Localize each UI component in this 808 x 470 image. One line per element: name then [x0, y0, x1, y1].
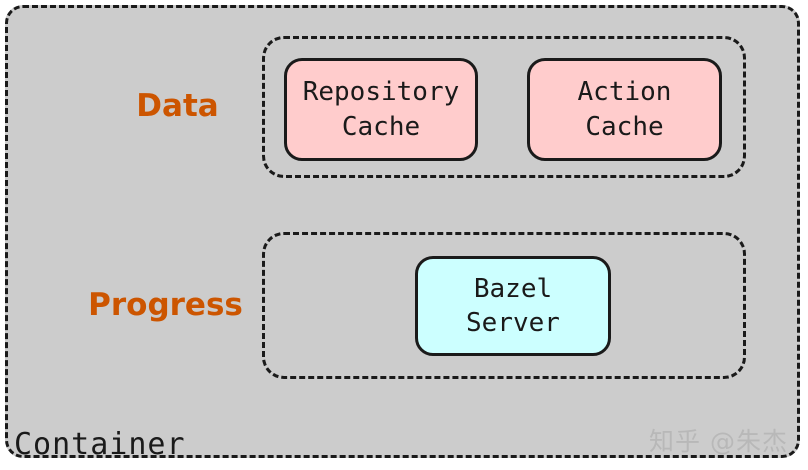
node-bazel-server-line1: Bazel [473, 273, 553, 304]
node-action-cache[interactable]: Action Cache [527, 58, 722, 161]
node-bazel-server-line2: Server [466, 308, 560, 338]
row-label-progress: Progress [88, 287, 243, 323]
node-repository-cache-line1: Repository [302, 77, 460, 108]
data-group-box [262, 36, 746, 178]
node-bazel-server[interactable]: Bazel Server [415, 256, 611, 356]
watermark: 知乎 @朱杰 [649, 427, 788, 456]
row-label-data: Data [136, 88, 219, 124]
node-action-cache-line1: Action [577, 77, 672, 108]
container-label: Container [14, 427, 186, 462]
node-repository-cache-line2: Cache [341, 111, 421, 142]
node-repository-cache[interactable]: Repository Cache [284, 58, 478, 161]
node-action-cache-line2: Cache [585, 111, 664, 142]
progress-group-box [262, 232, 746, 379]
